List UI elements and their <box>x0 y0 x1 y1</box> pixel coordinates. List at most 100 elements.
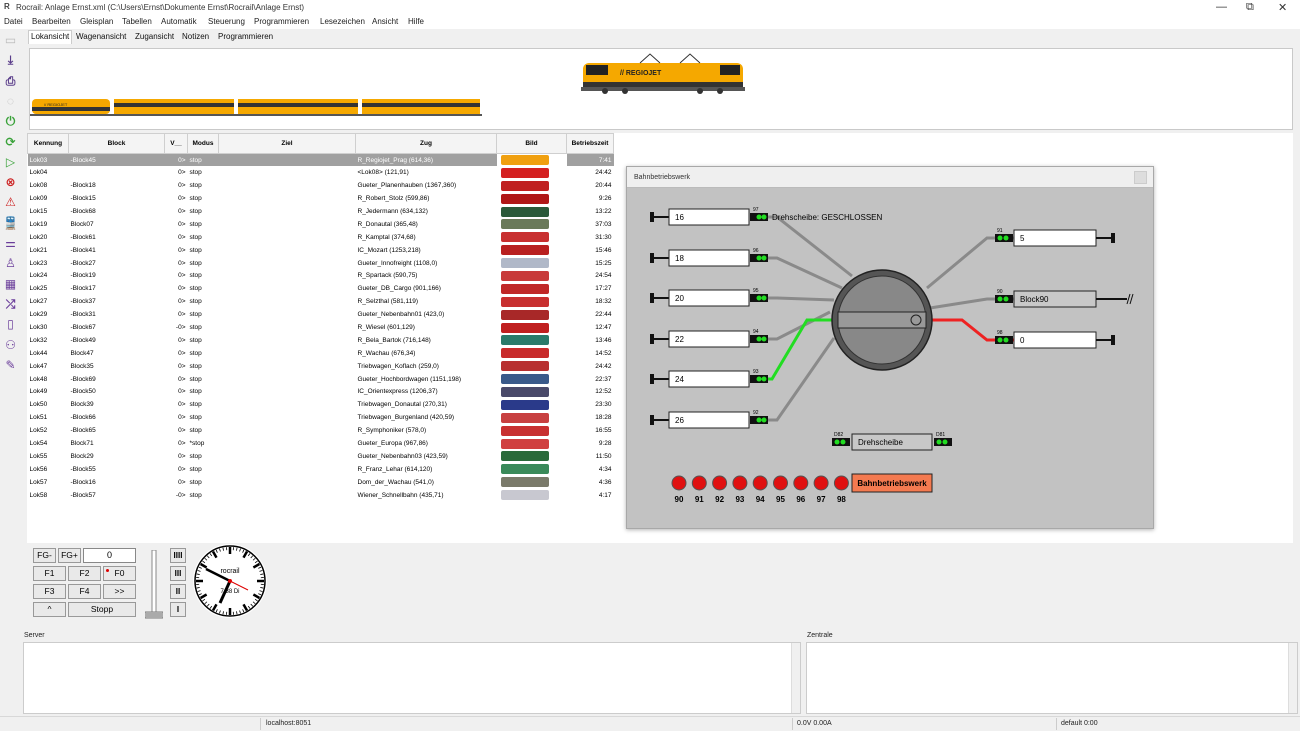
block-16[interactable] <box>668 208 750 226</box>
tab-lokansicht[interactable]: Lokansicht <box>28 30 73 44</box>
block-20[interactable] <box>668 289 750 307</box>
turntable-position-button[interactable] <box>732 475 748 491</box>
bbw-titlebar[interactable]: Bahnbetriebswerk <box>627 167 1153 188</box>
people-icon[interactable]: ⚇ <box>5 337 16 352</box>
block-drehscheibe[interactable] <box>851 433 933 451</box>
turntable-position-button[interactable] <box>793 475 809 491</box>
turntable-position-button[interactable] <box>813 475 829 491</box>
gear-1-button[interactable]: I <box>170 602 186 617</box>
loop-icon[interactable]: ⟳ <box>5 134 16 149</box>
open-icon[interactable]: ▭ <box>4 33 17 47</box>
train-icon[interactable]: 🚆 <box>3 215 18 230</box>
minimize-button[interactable]: — <box>1216 1 1227 13</box>
shuffle-icon[interactable]: ⤮ <box>5 296 16 311</box>
speed-slider[interactable] <box>145 550 163 620</box>
gear-2-button[interactable]: II <box>170 584 186 599</box>
col-v[interactable]: V__ <box>164 133 188 154</box>
book-icon[interactable]: ▯ <box>7 317 14 332</box>
bbw-close-button[interactable] <box>1134 171 1147 184</box>
col-block[interactable]: Block <box>68 133 165 154</box>
zentrale-log[interactable] <box>806 642 1298 714</box>
menu-gleisplan[interactable]: Gleisplan <box>80 17 114 26</box>
menu-datei[interactable]: Datei <box>4 17 23 26</box>
bahnbetriebswerk-route-button[interactable] <box>851 473 933 493</box>
block-24[interactable] <box>668 370 750 388</box>
col-bild[interactable]: Bild <box>496 133 567 154</box>
stop-icon[interactable]: ⊗ <box>5 175 16 190</box>
col-ziel[interactable]: Ziel <box>218 133 356 154</box>
print-icon[interactable]: ⎙ <box>5 73 16 88</box>
block-right-2[interactable] <box>1013 331 1097 349</box>
menu-hilfe[interactable]: Hilfe <box>408 17 425 26</box>
turntable-position-button[interactable] <box>773 475 788 491</box>
f4-button[interactable]: F4 <box>68 584 101 599</box>
block-26[interactable] <box>668 411 750 429</box>
tab-notizen[interactable]: Notizen <box>182 32 210 41</box>
turntable-position-button[interactable] <box>671 475 687 491</box>
turntable-position-button[interactable] <box>712 475 728 491</box>
menu-bearbeiten[interactable]: Bearbeiten <box>32 17 71 26</box>
close-button[interactable]: ✕ <box>1278 2 1288 14</box>
gear-4-button[interactable]: IIII <box>170 548 186 563</box>
turntable-position-button[interactable] <box>691 475 707 491</box>
more-functions-button[interactable]: >> <box>103 584 136 599</box>
server-scrollbar[interactable] <box>791 643 800 713</box>
grid-icon[interactable]: ▦ <box>4 276 17 291</box>
tab-zugansicht[interactable]: Zugansicht <box>135 32 175 41</box>
power-icon[interactable]: ⏻ <box>5 114 16 129</box>
col-zug[interactable]: Zug <box>355 133 497 154</box>
f2-button[interactable]: F2 <box>68 566 101 581</box>
block-right-0[interactable] <box>1013 229 1097 247</box>
speed-field[interactable]: 0 <box>83 548 136 563</box>
block-18[interactable] <box>668 249 750 267</box>
train-set-image[interactable]: // REGIOJET <box>30 99 482 116</box>
menu-steuerung[interactable]: Steuerung <box>208 17 245 26</box>
server-log[interactable] <box>23 642 801 714</box>
edit-icon[interactable]: ✎ <box>5 357 16 372</box>
menu-lesezeichen[interactable]: Lesezeichen <box>320 17 365 26</box>
download-icon[interactable]: ⤓ <box>7 53 14 68</box>
col-modus[interactable]: Modus <box>187 133 219 154</box>
direction-button[interactable]: ^ <box>33 602 66 617</box>
col-betriebszeit[interactable]: Betriebszeit <box>566 133 614 154</box>
f3-button[interactable]: F3 <box>33 584 66 599</box>
tab-wagenansicht[interactable]: Wagenansicht <box>76 32 127 41</box>
menu-ansicht[interactable]: Ansicht <box>372 17 399 26</box>
f1-button[interactable]: F1 <box>33 566 66 581</box>
play-icon[interactable]: ▷ <box>5 154 16 169</box>
sliders-icon[interactable]: ⚌ <box>5 236 16 250</box>
zentrale-scrollbar[interactable] <box>1288 643 1297 713</box>
fg-minus-button[interactable]: FG- <box>33 548 56 563</box>
f0-button[interactable]: F0 <box>103 566 136 581</box>
tab-programmieren[interactable]: Programmieren <box>218 32 274 41</box>
turntable-position-button[interactable] <box>752 475 768 491</box>
block-22[interactable] <box>668 330 750 348</box>
col-kennung[interactable]: Kennung <box>27 133 69 154</box>
main-loco-image[interactable]: // REGIOJET <box>581 53 745 94</box>
turntable-position-button[interactable] <box>833 475 849 491</box>
menu-tabellen[interactable]: Tabellen <box>122 17 152 26</box>
